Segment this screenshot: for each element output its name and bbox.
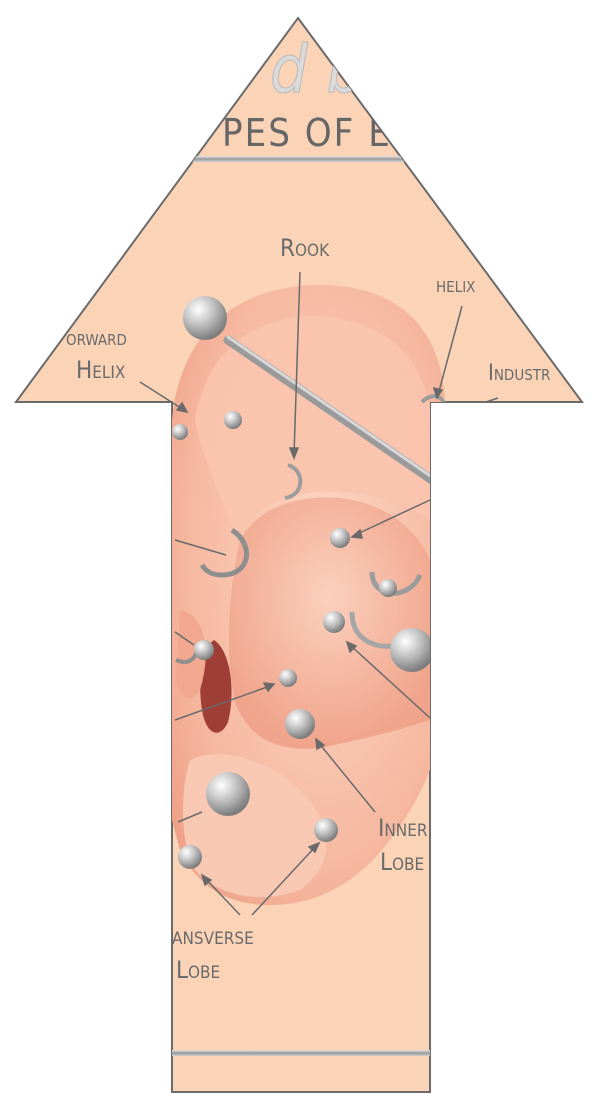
label-inner-lobe-1: Inner [378, 814, 428, 842]
labels: Rook helix orward Helix Industr Inner Lo… [66, 234, 550, 984]
label-forward-helix-2: Helix [76, 356, 125, 384]
ear-illustration [172, 285, 445, 905]
label-transverse-lobe-1: ansverse [172, 922, 254, 950]
footer-divider [172, 1050, 430, 1056]
label-rook: Rook [280, 234, 330, 262]
pointer-lines [139, 271, 499, 916]
poster-title: PES OF EA [222, 111, 417, 155]
brand-script-text: d br [270, 31, 392, 108]
label-helix: helix [436, 273, 475, 298]
label-industrial: Industr [488, 361, 550, 386]
header-divider [190, 156, 420, 162]
label-inner-lobe-2: Lobe [380, 848, 424, 876]
jewelry [172, 296, 447, 869]
label-transverse-lobe-2: Lobe [176, 956, 220, 984]
label-forward-helix-1: orward [66, 326, 127, 351]
